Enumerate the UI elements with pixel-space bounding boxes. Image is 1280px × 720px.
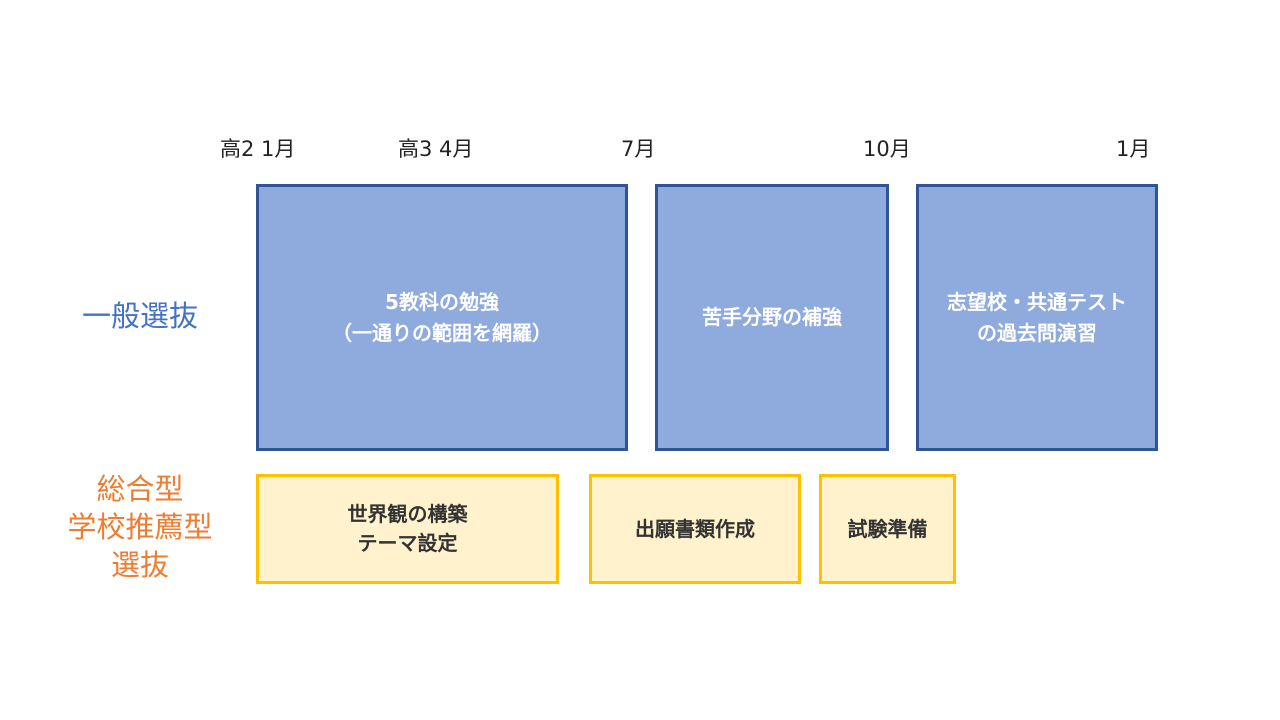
timeline-label-h3-apr: 高3 4月 bbox=[398, 137, 474, 161]
box-text-line: 5教科の勉強 bbox=[385, 289, 499, 314]
comprehensive-box-exam-preparation: 試験準備 bbox=[819, 474, 956, 584]
box-text-line: （一通りの範囲を網羅） bbox=[332, 320, 552, 345]
box-text-line: 志望校・共通テスト bbox=[947, 289, 1127, 314]
timeline-label-h2-jan: 高2 1月 bbox=[220, 137, 296, 161]
comprehensive-box-worldview: 世界観の構築 テーマ設定 bbox=[256, 474, 559, 584]
timeline-label-oct: 10月 bbox=[863, 137, 911, 161]
comprehensive-selection-label: 総合型 学校推薦型 選抜 bbox=[40, 470, 240, 584]
timeline-label-jan: 1月 bbox=[1116, 137, 1151, 161]
comprehensive-label-line: 総合型 bbox=[96, 472, 184, 506]
general-selection-label: 一般選抜 bbox=[81, 299, 198, 333]
box-text-line: 世界観の構築 bbox=[347, 502, 468, 526]
box-text-line: の過去問演習 bbox=[977, 320, 1097, 345]
box-text-line: 苦手分野の補強 bbox=[702, 305, 842, 329]
box-text-line: 出願書類作成 bbox=[635, 516, 755, 541]
box-text-line: テーマ設定 bbox=[357, 531, 458, 555]
timeline-label-jul: 7月 bbox=[621, 137, 656, 161]
comprehensive-label-line: 学校推薦型 bbox=[67, 510, 213, 544]
comprehensive-label-line: 選抜 bbox=[110, 548, 169, 582]
comprehensive-box-application-documents: 出願書類作成 bbox=[589, 474, 801, 584]
box-text-line: 試験準備 bbox=[847, 516, 928, 541]
general-box-five-subjects: 5教科の勉強 （一通りの範囲を網羅） bbox=[256, 184, 628, 451]
general-box-weak-areas: 苦手分野の補強 bbox=[655, 184, 889, 451]
general-box-past-exams: 志望校・共通テスト の過去問演習 bbox=[916, 184, 1158, 451]
